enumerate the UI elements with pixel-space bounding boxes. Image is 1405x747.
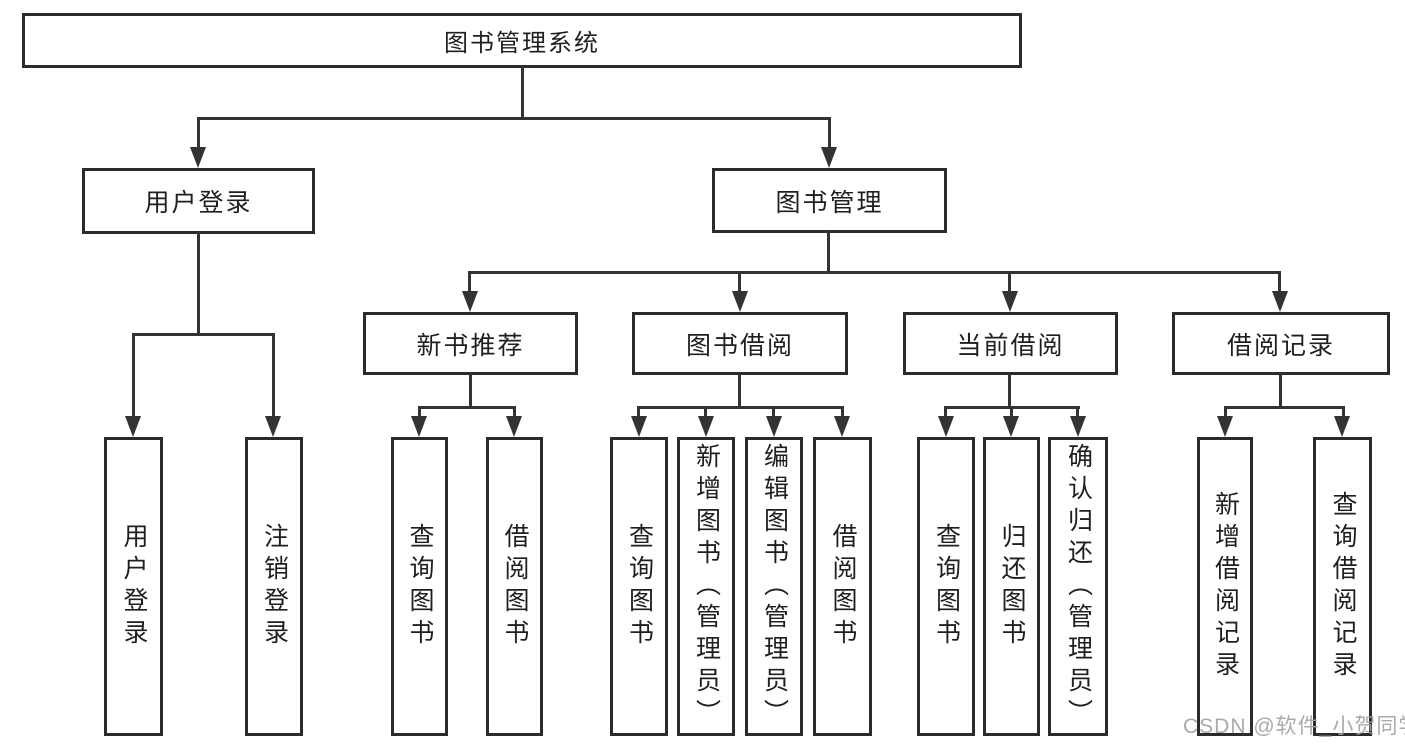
- node-book-management: 图书管理: [712, 168, 947, 233]
- leaf-return-books: 归还图书: [983, 437, 1040, 736]
- node-label: 图书管理: [775, 188, 884, 217]
- arrow-down-icon: [462, 291, 478, 312]
- connector-line: [1279, 373, 1282, 409]
- leaf-logout: 注销登录: [245, 437, 303, 736]
- leaf-user-login: 用户登录: [104, 437, 163, 736]
- leaf-label: 借阅图书: [829, 522, 857, 651]
- connector-line: [637, 406, 640, 420]
- leaf-label: 新增借阅记录: [1211, 490, 1240, 683]
- leaf-label: 确认归还（管理员）: [1064, 442, 1093, 731]
- connector-line: [1008, 271, 1011, 295]
- connector-line: [197, 117, 200, 151]
- leaf-label: 编辑图书（管理员）: [760, 442, 789, 731]
- leaf-label: 查询图书: [932, 522, 961, 651]
- arrow-down-icon: [631, 416, 647, 437]
- leaf-add-books-admin: 新增图书（管理员）: [677, 437, 735, 736]
- connector-line: [418, 406, 421, 420]
- leaf-query-books-recommend: 查询图书: [391, 437, 448, 736]
- connector-line: [944, 406, 947, 420]
- arrow-down-icon: [698, 416, 714, 437]
- leaf-query-books-current: 查询图书: [917, 437, 975, 736]
- node-label: 借阅记录: [1226, 331, 1335, 360]
- connector-line: [1278, 271, 1281, 295]
- arrow-down-icon: [125, 416, 141, 437]
- leaf-label: 新增图书（管理员）: [692, 442, 721, 731]
- leaf-label: 用户登录: [120, 522, 148, 651]
- arrow-down-icon: [766, 416, 782, 437]
- node-borrowing-records: 借阅记录: [1172, 312, 1390, 375]
- node-label: 新书推荐: [416, 331, 525, 360]
- connector-line: [197, 117, 831, 120]
- arrow-down-icon: [506, 416, 522, 437]
- node-label: 图书管理系统: [444, 30, 600, 57]
- arrow-down-icon: [821, 147, 837, 168]
- connector-line: [738, 373, 741, 409]
- watermark: CSDN @软件_小贺同学: [1183, 715, 1405, 738]
- leaf-label: 注销登录: [260, 522, 289, 651]
- arrow-down-icon: [732, 291, 748, 312]
- leaf-label: 查询借阅记录: [1329, 490, 1357, 683]
- connector-line: [521, 66, 524, 118]
- arrow-down-icon: [1272, 291, 1288, 312]
- connector-line: [513, 406, 516, 420]
- connector-line: [1224, 406, 1345, 409]
- node-user-login: 用户登录: [82, 168, 315, 234]
- node-book-borrowing: 图书借阅: [632, 312, 848, 375]
- connector-line: [841, 406, 844, 420]
- connector-line: [1342, 406, 1345, 420]
- connector-line: [1076, 406, 1079, 420]
- arrow-down-icon: [1003, 416, 1019, 437]
- connector-line: [828, 117, 831, 151]
- connector-line: [132, 333, 135, 420]
- arrow-down-icon: [834, 416, 850, 437]
- arrow-down-icon: [1070, 416, 1086, 437]
- connector-line: [1008, 374, 1011, 409]
- leaf-edit-books-admin: 编辑图书（管理员）: [745, 437, 803, 736]
- arrow-down-icon: [938, 416, 954, 437]
- leaf-query-books-borrowing: 查询图书: [610, 437, 668, 736]
- arrow-down-icon: [411, 416, 427, 437]
- arrow-down-icon: [1002, 291, 1018, 312]
- connector-line: [468, 271, 1281, 274]
- connector-line: [469, 373, 472, 409]
- arrow-down-icon: [190, 147, 206, 168]
- connector-line: [272, 333, 275, 420]
- arrow-down-icon: [1217, 416, 1233, 437]
- connector-line: [468, 271, 471, 295]
- node-current-borrowing: 当前借阅: [903, 312, 1118, 375]
- connector-line: [1010, 406, 1013, 420]
- arrow-down-icon: [265, 416, 281, 437]
- node-new-book-recommendation: 新书推荐: [363, 312, 578, 375]
- leaf-confirm-return-admin: 确认归还（管理员）: [1048, 437, 1108, 736]
- connector-line: [1224, 406, 1227, 420]
- connector-line: [132, 333, 275, 336]
- node-label: 当前借阅: [956, 331, 1065, 360]
- connector-line: [197, 232, 200, 336]
- leaf-borrow-books-borrowing: 借阅图书: [813, 437, 872, 736]
- leaf-label: 借阅图书: [501, 522, 529, 651]
- leaf-label: 查询图书: [625, 522, 654, 651]
- connector-line: [637, 406, 844, 409]
- leaf-label: 归还图书: [998, 522, 1026, 651]
- connector-line: [418, 406, 516, 409]
- node-label: 用户登录: [144, 189, 253, 217]
- leaf-label: 查询图书: [406, 522, 434, 651]
- leaf-borrow-books-recommend: 借阅图书: [486, 437, 543, 736]
- leaf-query-borrow-record: 查询借阅记录: [1313, 437, 1372, 736]
- connector-line: [827, 231, 830, 274]
- connector-line: [704, 406, 707, 420]
- connector-line: [772, 406, 775, 420]
- connector-line: [738, 271, 741, 295]
- leaf-add-borrow-record: 新增借阅记录: [1197, 437, 1253, 736]
- node-library-management-system: 图书管理系统: [22, 13, 1022, 68]
- node-label: 图书借阅: [685, 331, 794, 360]
- arrow-down-icon: [1334, 416, 1350, 437]
